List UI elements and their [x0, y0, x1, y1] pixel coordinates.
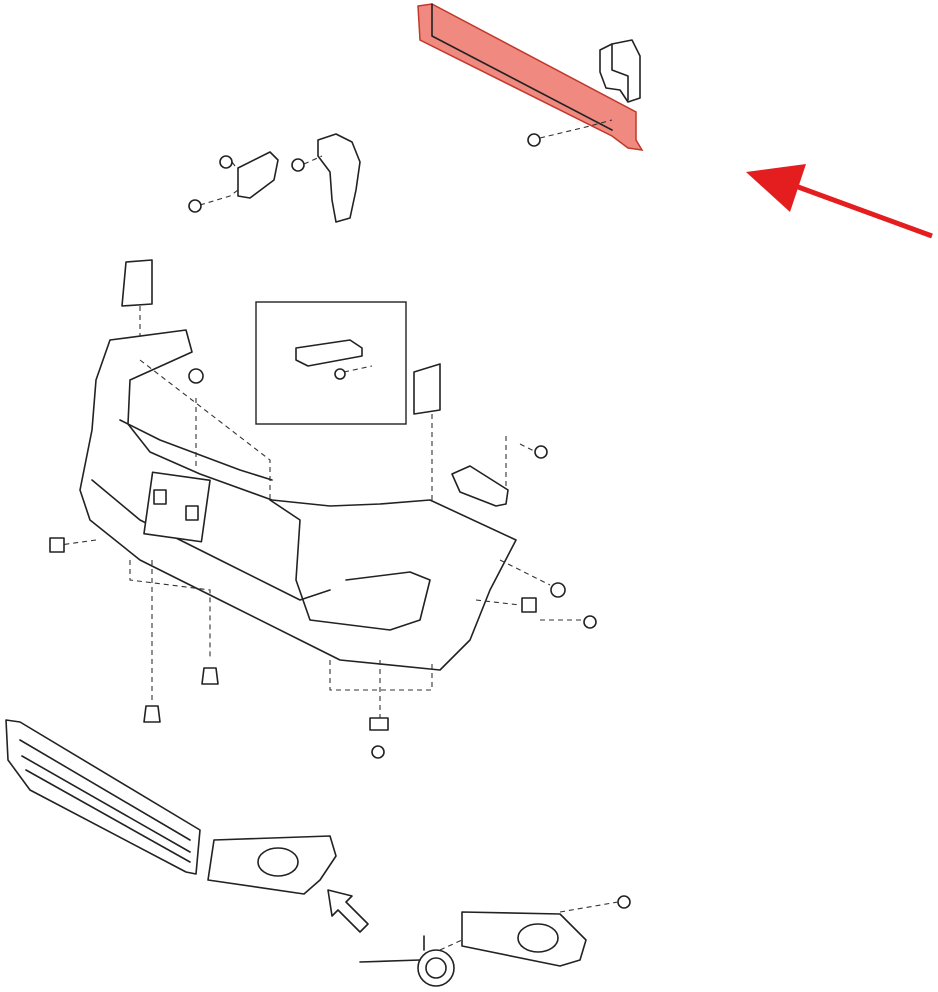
clip-icon: [550, 582, 566, 598]
nut-icon: [527, 133, 541, 147]
clip-icon: [143, 705, 161, 723]
fog-lamp-cover-left: [207, 835, 337, 895]
location-arrow-icon: [327, 889, 369, 933]
detail-inset: [255, 301, 407, 425]
seal-pad-left: [121, 259, 153, 307]
fog-lamp-cover-right: [461, 901, 619, 967]
bolt-icon: [219, 155, 233, 169]
screw-icon: [534, 445, 548, 459]
screw-icon: [617, 895, 631, 909]
clip-icon: [369, 717, 389, 731]
headlamp-bracket: [291, 133, 361, 223]
bracket-upper-right: [599, 39, 641, 103]
seal-pad-right: [413, 363, 441, 415]
screw-icon: [371, 745, 385, 759]
bumper-reinforcement-highlighted: [417, 3, 644, 151]
bumper-cover: [79, 329, 517, 671]
pointer-arrow: [746, 164, 933, 239]
lower-grille: [5, 719, 201, 875]
clip-icon: [521, 597, 537, 613]
side-bracket: [188, 151, 279, 213]
fog-lamp: [359, 935, 463, 987]
bolt-icon: [291, 158, 305, 172]
bumper-side-retainer: [451, 465, 509, 507]
bolt-icon: [188, 199, 202, 213]
clip-icon: [188, 368, 204, 384]
clip-icon: [201, 667, 219, 685]
clip-icon: [49, 537, 65, 553]
screw-icon: [583, 615, 597, 629]
screw-icon: [334, 368, 346, 380]
